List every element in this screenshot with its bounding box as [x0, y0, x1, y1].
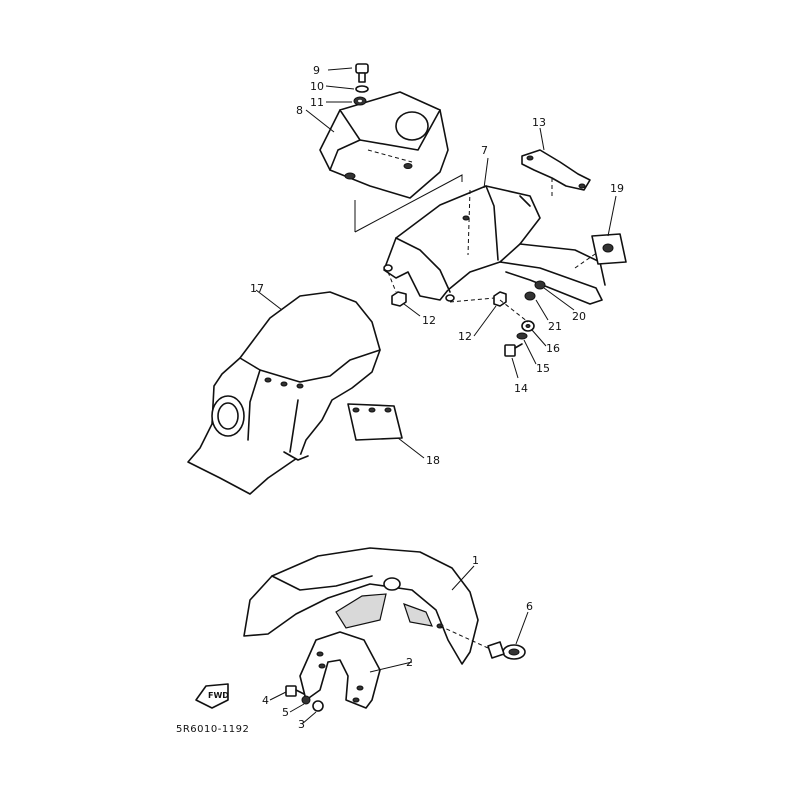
callout-11: 11 [310, 96, 324, 109]
callout-8: 8 [296, 104, 303, 117]
part-1-front-fender [243, 547, 479, 665]
callout-10: 10 [310, 80, 324, 93]
callout-3: 3 [298, 718, 305, 731]
part-9-bolt [355, 63, 369, 83]
callout-20: 20 [572, 310, 586, 323]
part-12-nut-left [391, 291, 407, 307]
callout-5: 5 [282, 706, 289, 719]
part-3-collar [312, 700, 324, 712]
callout-18: 18 [426, 454, 440, 467]
part-6-grommet [487, 641, 526, 660]
callout-2: 2 [406, 656, 413, 669]
part-15-washer [516, 332, 528, 340]
diagram-code: 5R6010-1192 [176, 724, 249, 735]
callout-13: 13 [532, 116, 546, 129]
part-17-inner-fender [187, 291, 381, 495]
part-21-nut [524, 291, 536, 301]
part-19-plate [591, 233, 627, 265]
callout-14: 14 [514, 382, 528, 395]
part-14-bolt [504, 343, 523, 357]
callout-16: 16 [546, 342, 560, 355]
part-10-washer [355, 85, 369, 93]
callout-7: 7 [481, 144, 488, 157]
part-11-washer [353, 96, 367, 106]
part-13-bracket [521, 149, 591, 196]
callout-17: 17 [250, 282, 264, 295]
callout-1: 1 [472, 554, 479, 567]
callout-6: 6 [526, 600, 533, 613]
callout-12-right: 12 [458, 330, 472, 343]
fwd-arrow-icon: FWD [195, 683, 229, 709]
part-16-nut [521, 320, 535, 332]
callout-15: 15 [536, 362, 550, 375]
part-7-rear-fender [383, 185, 606, 305]
part-12-nut-right [493, 291, 507, 307]
part-4-bolt [285, 685, 305, 697]
callout-21: 21 [548, 320, 562, 333]
part-20-nut [534, 280, 546, 290]
part-18-flap [347, 403, 403, 441]
callout-4: 4 [262, 694, 269, 707]
part-2-fender-stay [299, 631, 381, 709]
part-5-washer [301, 695, 311, 705]
callout-19: 19 [610, 182, 624, 195]
part-8-box [319, 91, 449, 199]
callout-12-left: 12 [422, 314, 436, 327]
callout-9: 9 [313, 64, 320, 77]
fwd-label: FWD [208, 691, 229, 700]
